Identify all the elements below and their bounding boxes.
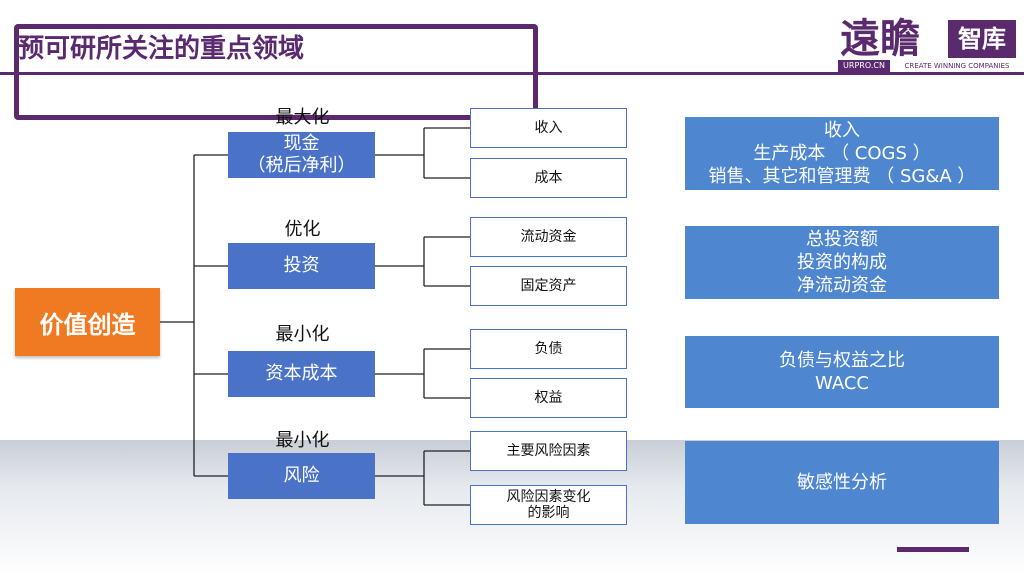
info-box-investment: 总投资额 投资的构成 净流动资金 — [685, 226, 999, 299]
branch-operator: 最大化 — [275, 107, 330, 128]
company-logo: 遠瞻 智库 URPRO.CN CREATE WINNING COMPANIES — [838, 4, 1020, 72]
footer-accent-bar — [897, 547, 969, 552]
logo-slogan: CREATE WINNING COMPANIES — [904, 62, 1010, 70]
page-title: 预可研所关注的重点领域 — [18, 34, 305, 64]
branch-label-line: 资本成本 — [265, 363, 338, 384]
branch-operator: 最小化 — [275, 324, 330, 345]
logo-site: URPRO.CN — [838, 60, 890, 72]
info-line: 负债与权益之比 — [779, 350, 905, 371]
info-line: WACC — [815, 373, 869, 394]
leaf-node: 成本 — [470, 158, 627, 198]
leaf-node: 风险因素变化 的影响 — [470, 485, 627, 525]
logo-zhiku-badge: 智库 — [948, 20, 1016, 58]
leaf-node: 固定资产 — [470, 266, 627, 306]
branch-node-investment: 投资 — [228, 243, 375, 289]
branch-label-line: 投资 — [283, 255, 320, 276]
branch-node-capital-cost: 资本成本 — [228, 351, 375, 397]
header-divider — [0, 72, 1024, 75]
branch-label-line: 现金 — [283, 133, 320, 154]
info-box-risk: 敏感性分析 — [685, 441, 999, 524]
info-box-cash: 收入 生产成本 （ COGS ） 销售、其它和管理费 （ SG&A ） — [685, 117, 999, 190]
branch-label-line: 风险 — [283, 465, 320, 486]
leaf-node: 主要风险因素 — [470, 431, 627, 471]
title-frame — [14, 24, 538, 120]
leaf-node: 收入 — [470, 108, 627, 148]
logo-brand-text: 遠瞻 — [840, 15, 920, 62]
info-line: 投资的构成 — [797, 252, 887, 273]
branch-node-risk: 风险 — [228, 453, 375, 499]
info-line: 收入 — [824, 120, 860, 141]
leaf-node: 负债 — [470, 329, 627, 369]
branch-node-cash: 现金 （税后净利） — [228, 132, 375, 178]
branch-operator: 最小化 — [275, 430, 330, 451]
info-line: 总投资额 — [806, 229, 878, 250]
info-line: 净流动资金 — [797, 275, 887, 296]
root-node-value-creation: 价值创造 — [15, 288, 160, 356]
info-box-capital-cost: 负债与权益之比 WACC — [685, 336, 999, 408]
leaf-node: 权益 — [470, 378, 627, 418]
branch-label-line: （税后净利） — [247, 155, 356, 176]
info-line: 敏感性分析 — [797, 472, 887, 493]
leaf-node: 流动资金 — [470, 217, 627, 257]
branch-operator: 优化 — [284, 219, 321, 240]
info-line: 销售、其它和管理费 （ SG&A ） — [708, 166, 976, 187]
info-line: 生产成本 （ COGS ） — [753, 143, 931, 164]
